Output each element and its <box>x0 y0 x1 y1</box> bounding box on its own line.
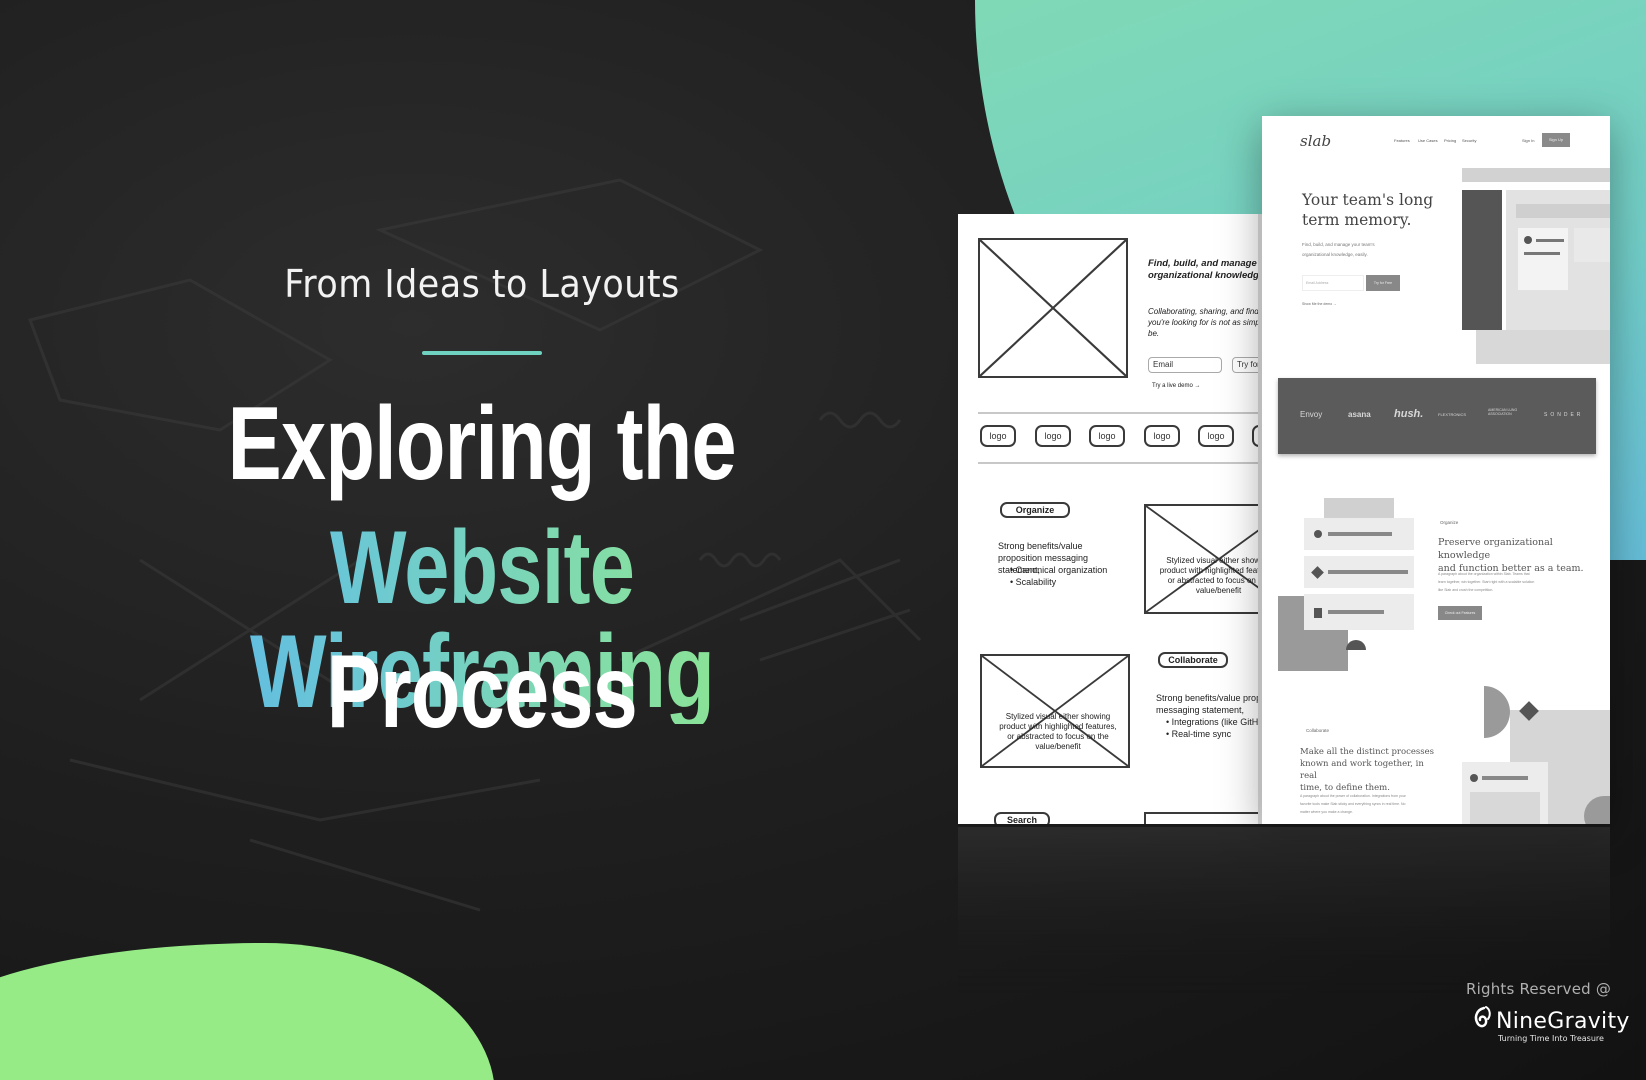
sign-up-button[interactable]: Sign Up <box>1542 133 1570 147</box>
sketch-email-input[interactable]: Email <box>1148 357 1222 373</box>
headline-line-3: Process <box>326 634 638 750</box>
visual-placeholder: Stylized visual either showing product w… <box>980 654 1130 768</box>
logo-placeholder: logo <box>980 425 1016 447</box>
divider <box>978 462 1268 464</box>
feature-bullet: • Canonical organization <box>1010 565 1108 575</box>
slab-hero-sub: Find, build, and manage your team's orga… <box>1302 242 1375 257</box>
visual-caption: Stylized visual either showing product w… <box>999 712 1117 751</box>
organize-tag: Organize <box>1440 520 1459 525</box>
kicker-text: From Ideas to Layouts <box>284 262 680 306</box>
illustration-block <box>1470 792 1540 824</box>
customer-logo: FLEXTRONICS <box>1438 412 1467 417</box>
visual-placeholder <box>1144 812 1272 824</box>
illustration-bar <box>1328 570 1408 574</box>
slab-logo: slab <box>1300 132 1332 150</box>
illustration-dot <box>1470 774 1478 782</box>
illustration-dot <box>1314 530 1322 538</box>
illustration-bar <box>1536 239 1564 242</box>
logo-placeholder: logo <box>1035 425 1071 447</box>
logo-placeholder: logo <box>1144 425 1180 447</box>
sign-in-link[interactable]: Sign In <box>1522 138 1535 143</box>
reflection-fill <box>958 824 1610 994</box>
headline-line-1: Exploring the <box>227 386 737 502</box>
illustration-block <box>1324 498 1394 518</box>
logo-placeholder: logo <box>1089 425 1125 447</box>
ninegravity-swirl-icon <box>1472 1006 1492 1038</box>
illustration-block <box>1516 204 1610 218</box>
customer-logo: hush. <box>1394 408 1424 420</box>
brand-name: NineGravity <box>1496 1009 1630 1034</box>
nav-security[interactable]: Security <box>1462 138 1477 143</box>
mockup-reflection <box>958 824 1610 994</box>
illustration-block <box>1574 228 1610 262</box>
sketch-demo-link[interactable]: Try a live demo → <box>1152 383 1201 389</box>
illustration-block <box>1462 168 1610 182</box>
organize-paragraph: A paragraph about the organization withi… <box>1438 572 1535 592</box>
illustration-semicircle <box>1346 640 1366 650</box>
divider <box>978 412 1268 414</box>
slab-hero-title: Your team's long term memory. <box>1302 191 1434 229</box>
feature-statement: Strong benefits/value proposition messag… <box>1156 693 1272 715</box>
feature-bullet: • Scalability <box>1010 577 1057 587</box>
illustration-square <box>1314 608 1322 618</box>
illustration-bar <box>1524 252 1560 255</box>
collaborate-tag: Collaborate <box>1306 728 1330 733</box>
nav-use-cases[interactable]: Use Cases <box>1418 138 1438 143</box>
check-features-button[interactable]: Check out Features <box>1438 606 1482 620</box>
illustration-dot <box>1524 236 1532 244</box>
customer-logo: asana <box>1348 410 1371 419</box>
wireframe-sketch-mockup: Find, build, and manage your organizatio… <box>958 214 1272 824</box>
brand-logo: NineGravity <box>1472 1006 1630 1038</box>
illustration-bar <box>1328 610 1384 614</box>
collaborate-paragraph: A paragraph about the power of collabora… <box>1300 794 1406 814</box>
visual-caption: Stylized visual either showing product w… <box>1159 556 1272 595</box>
nav-features[interactable]: Features <box>1394 138 1410 143</box>
brand-tagline: Turning Time Into Treasure <box>1498 1034 1604 1043</box>
illustration-bar <box>1328 532 1392 536</box>
illustration-semicircle <box>1484 686 1510 738</box>
illustration-bar <box>1482 776 1528 780</box>
rights-reserved-text: Rights Reserved @ <box>1466 980 1612 998</box>
customer-logo-band: Envoy asana hush. FLEXTRONICS AMERICAN L… <box>1278 378 1596 454</box>
sketch-hero-heading: Find, build, and manage your organizatio… <box>1148 258 1272 281</box>
slab-demo-link[interactable]: Show Me the demo → <box>1302 302 1337 306</box>
headline-line-2: Website Wireframing <box>0 516 964 724</box>
illustration-block <box>1476 330 1610 364</box>
logo-placeholder: logo <box>1198 425 1234 447</box>
slab-try-button[interactable]: Try for Free <box>1366 275 1400 291</box>
customer-logo: Envoy <box>1300 410 1323 419</box>
visual-placeholder: Stylized visual either showing product w… <box>1144 504 1272 614</box>
organize-title: Preserve organizational knowledge and fu… <box>1438 537 1584 574</box>
collaborate-title: Make all the distinct processes known an… <box>1300 747 1435 793</box>
slab-email-input[interactable]: Email Address <box>1302 275 1364 291</box>
nav-pricing[interactable]: Pricing <box>1444 138 1457 143</box>
customer-logo: SONDER <box>1544 412 1584 418</box>
accent-divider <box>422 351 542 355</box>
image-placeholder <box>978 238 1128 378</box>
reflection-edge <box>958 824 1610 827</box>
feature-bullet: • Real-time sync <box>1166 729 1232 739</box>
feature-bullet: • Integrations (like GitHub) <box>1166 717 1272 727</box>
collaborate-tag: Collaborate <box>1158 652 1228 668</box>
sketch-try-button[interactable]: Try for free <box>1232 357 1272 373</box>
customer-logo: AMERICAN LUNG ASSOCIATION <box>1488 408 1518 416</box>
illustration-block <box>1462 190 1502 330</box>
search-tag: Search <box>994 812 1050 824</box>
feature-statement: Strong benefits/value proposition messag… <box>998 541 1089 575</box>
organize-tag: Organize <box>1000 502 1070 518</box>
sketch-hero-body: Collaborating, sharing, and finding info… <box>1148 307 1272 338</box>
wireframe-slab-mockup: slab Features Use Cases Pricing Security… <box>1262 116 1610 824</box>
